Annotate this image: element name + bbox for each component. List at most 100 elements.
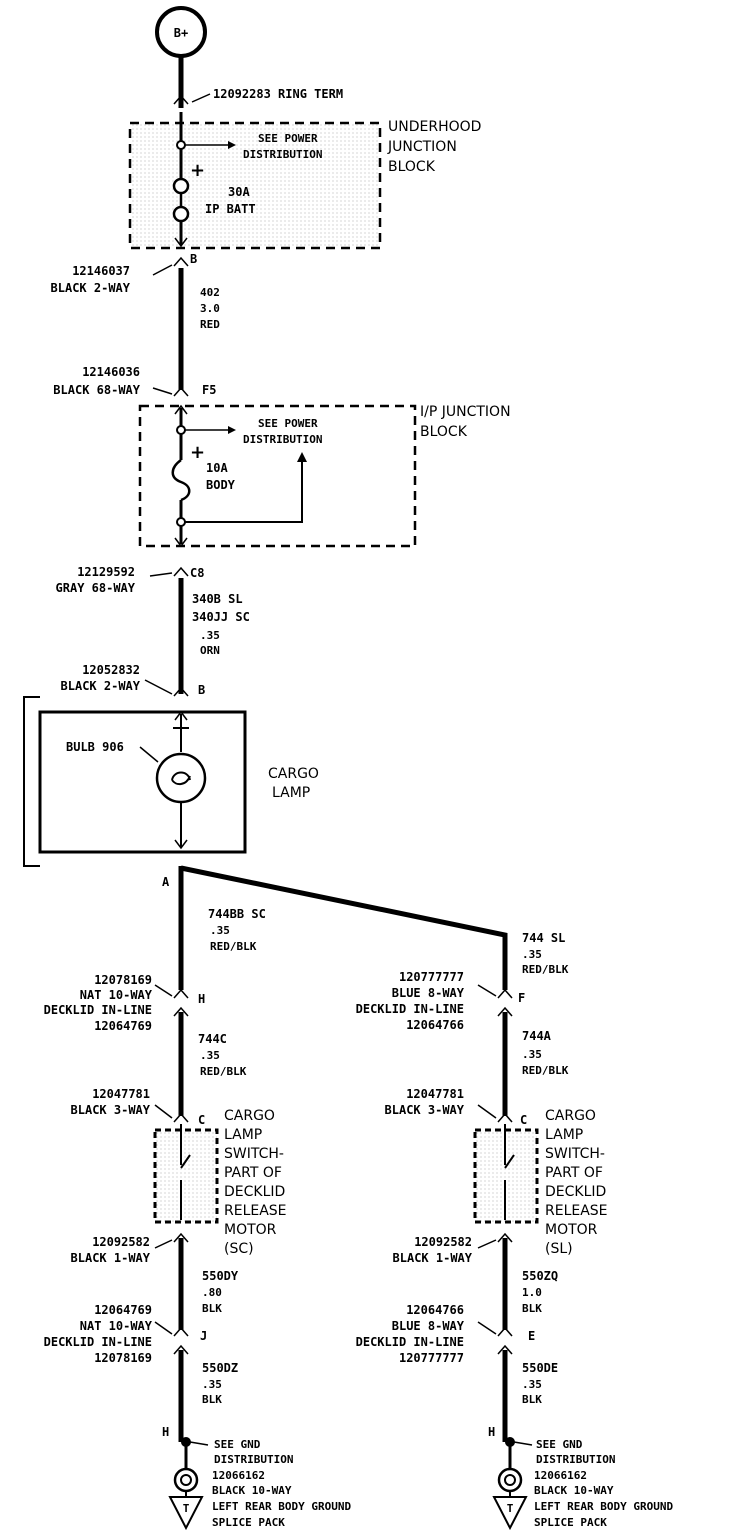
ip-in-arrow bbox=[174, 404, 188, 415]
ip-arrow-head bbox=[228, 426, 236, 434]
wire-340-color: ORN bbox=[200, 644, 220, 657]
left-conn-j-bottom bbox=[173, 1344, 189, 1355]
right-gnd-line1: 12066162 bbox=[534, 1469, 587, 1482]
right-conn-e-pin: E bbox=[528, 1329, 535, 1343]
wire-402-circuit: 402 bbox=[200, 286, 220, 299]
right-wire4-gauge: .35 bbox=[522, 1378, 542, 1391]
underhood-fuse-upper bbox=[172, 177, 190, 195]
wire-744-sl bbox=[180, 865, 508, 990]
right-wire4-color: BLK bbox=[522, 1393, 542, 1406]
connector-f5-desc: BLACK 68-WAY bbox=[53, 383, 140, 397]
right-conn-c-pin: C bbox=[520, 1113, 527, 1127]
right-conn-e-top bbox=[497, 1326, 513, 1337]
ip-feedback-arrow bbox=[297, 452, 307, 462]
connector-b1-symbol bbox=[173, 256, 189, 267]
left-wire1-gauge: .35 bbox=[210, 924, 230, 937]
ip-fuse-rating: 10A bbox=[206, 461, 228, 475]
right-switch-line6: RELEASE bbox=[545, 1203, 608, 1219]
connector-c8-desc: GRAY 68-WAY bbox=[56, 581, 136, 595]
ip-feedback-line bbox=[185, 462, 303, 523]
left-gnd-line1: 12066162 bbox=[212, 1469, 265, 1482]
underhood-see-power-1: SEE POWER bbox=[258, 132, 318, 145]
cargo-lamp-outer-bracket bbox=[23, 696, 40, 867]
connector-c8-leader bbox=[149, 572, 173, 577]
left-ground-t: T bbox=[183, 1502, 190, 1515]
right-conn-e-bottom bbox=[497, 1344, 513, 1355]
ip-out-arrow bbox=[174, 537, 188, 548]
left-switch-box bbox=[153, 1128, 219, 1224]
bulb-filament bbox=[171, 771, 191, 786]
left-conn-j-line1: 12064769 bbox=[94, 1303, 152, 1317]
left-conn-h-bottom bbox=[173, 1006, 189, 1017]
left-see-gnd-1: SEE GND bbox=[214, 1438, 261, 1451]
connector-b2-part: 12052832 bbox=[82, 663, 140, 677]
ip-see-power-2: DISTRIBUTION bbox=[243, 433, 322, 446]
ip-lower-splice-dot bbox=[176, 517, 186, 527]
underhood-title-1: UNDERHOOD bbox=[388, 119, 481, 135]
underhood-see-power-2: DISTRIBUTION bbox=[243, 148, 322, 161]
right-conn-f-line4: 12064766 bbox=[406, 1018, 464, 1032]
wire-402-color: RED bbox=[200, 318, 220, 331]
left-conn-h-leader bbox=[154, 984, 173, 997]
left-wire1-color: RED/BLK bbox=[210, 940, 257, 953]
right-conn-f-pin: F bbox=[518, 991, 525, 1005]
right-conn-a-line1: 12092582 bbox=[414, 1235, 472, 1249]
right-wire2-color: RED/BLK bbox=[522, 1064, 569, 1077]
right-ground-t: T bbox=[507, 1502, 514, 1515]
left-conn-j-pin: J bbox=[200, 1329, 207, 1343]
lamp-pin-a: A bbox=[162, 875, 170, 889]
right-conn-c-leader bbox=[477, 1104, 497, 1119]
left-gnd-line4: SPLICE PACK bbox=[212, 1516, 285, 1529]
right-ground-eyelet-inner bbox=[504, 1474, 516, 1486]
right-switch-line7: MOTOR bbox=[545, 1222, 598, 1238]
left-switch-line2: LAMP bbox=[224, 1127, 262, 1143]
ip-block-title-2: BLOCK bbox=[420, 424, 468, 440]
connector-b1-desc: BLACK 2-WAY bbox=[51, 281, 131, 295]
right-wire3-circuit: 550ZQ bbox=[522, 1269, 558, 1283]
left-switch-line3: SWITCH- bbox=[224, 1146, 284, 1162]
left-conn-j-top bbox=[173, 1326, 189, 1337]
left-see-gnd-leader bbox=[189, 1441, 209, 1446]
connector-f5-symbol bbox=[173, 386, 189, 397]
connector-b2-desc: BLACK 2-WAY bbox=[61, 679, 141, 693]
right-wire1-color: RED/BLK bbox=[522, 963, 569, 976]
right-conn-c-line2: BLACK 3-WAY bbox=[385, 1103, 465, 1117]
left-switch-line7: MOTOR bbox=[224, 1222, 277, 1238]
connector-f5-pin: F5 bbox=[202, 383, 216, 397]
left-wire4-circuit: 550DZ bbox=[202, 1361, 238, 1375]
right-see-gnd-2: DISTRIBUTION bbox=[536, 1453, 615, 1466]
left-conn-a-symbol bbox=[173, 1232, 189, 1243]
left-conn-c-symbol bbox=[173, 1112, 189, 1123]
left-ground-eyelet-inner bbox=[180, 1474, 192, 1486]
left-conn-h-line1: 12078169 bbox=[94, 973, 152, 987]
right-conn-f-bottom bbox=[497, 1006, 513, 1017]
connector-b2-symbol bbox=[173, 686, 189, 697]
right-see-gnd-1: SEE GND bbox=[536, 1438, 583, 1451]
right-conn-e-line4: 120777777 bbox=[399, 1351, 464, 1365]
left-wire1-circuit: 744BB SC bbox=[208, 907, 266, 921]
left-wire2-circuit: 744C bbox=[198, 1032, 227, 1046]
connector-c8-symbol bbox=[173, 566, 189, 577]
left-ground-triangle-icon bbox=[168, 1496, 204, 1531]
right-conn-c-line1: 12047781 bbox=[406, 1087, 464, 1101]
ring-term-connector bbox=[173, 94, 189, 105]
right-switch-line5: DECKLID bbox=[545, 1184, 606, 1200]
connector-b1-leader bbox=[152, 264, 173, 276]
bulb-906-icon bbox=[155, 752, 207, 804]
connector-f5-leader bbox=[152, 387, 173, 395]
right-conn-e-leader bbox=[477, 1321, 497, 1335]
bulb-leader bbox=[139, 746, 159, 763]
right-gnd-pin: H bbox=[488, 1425, 495, 1439]
left-conn-j-leader bbox=[154, 1321, 173, 1335]
right-gnd-line4: SPLICE PACK bbox=[534, 1516, 607, 1529]
connector-b1-pin: B bbox=[190, 252, 197, 266]
left-conn-h-pin: H bbox=[198, 992, 205, 1006]
left-conn-j-line2: NAT 10-WAY bbox=[80, 1319, 153, 1333]
right-wire3-gauge: 1.0 bbox=[522, 1286, 542, 1299]
wire-340-line2: 340JJ SC bbox=[192, 610, 250, 624]
left-conn-a-leader bbox=[154, 1239, 173, 1249]
right-switch-line3: SWITCH- bbox=[545, 1146, 605, 1162]
ip-block-title-1: I/P JUNCTION bbox=[420, 404, 511, 420]
underhood-title-2: JUNCTION bbox=[387, 139, 457, 155]
